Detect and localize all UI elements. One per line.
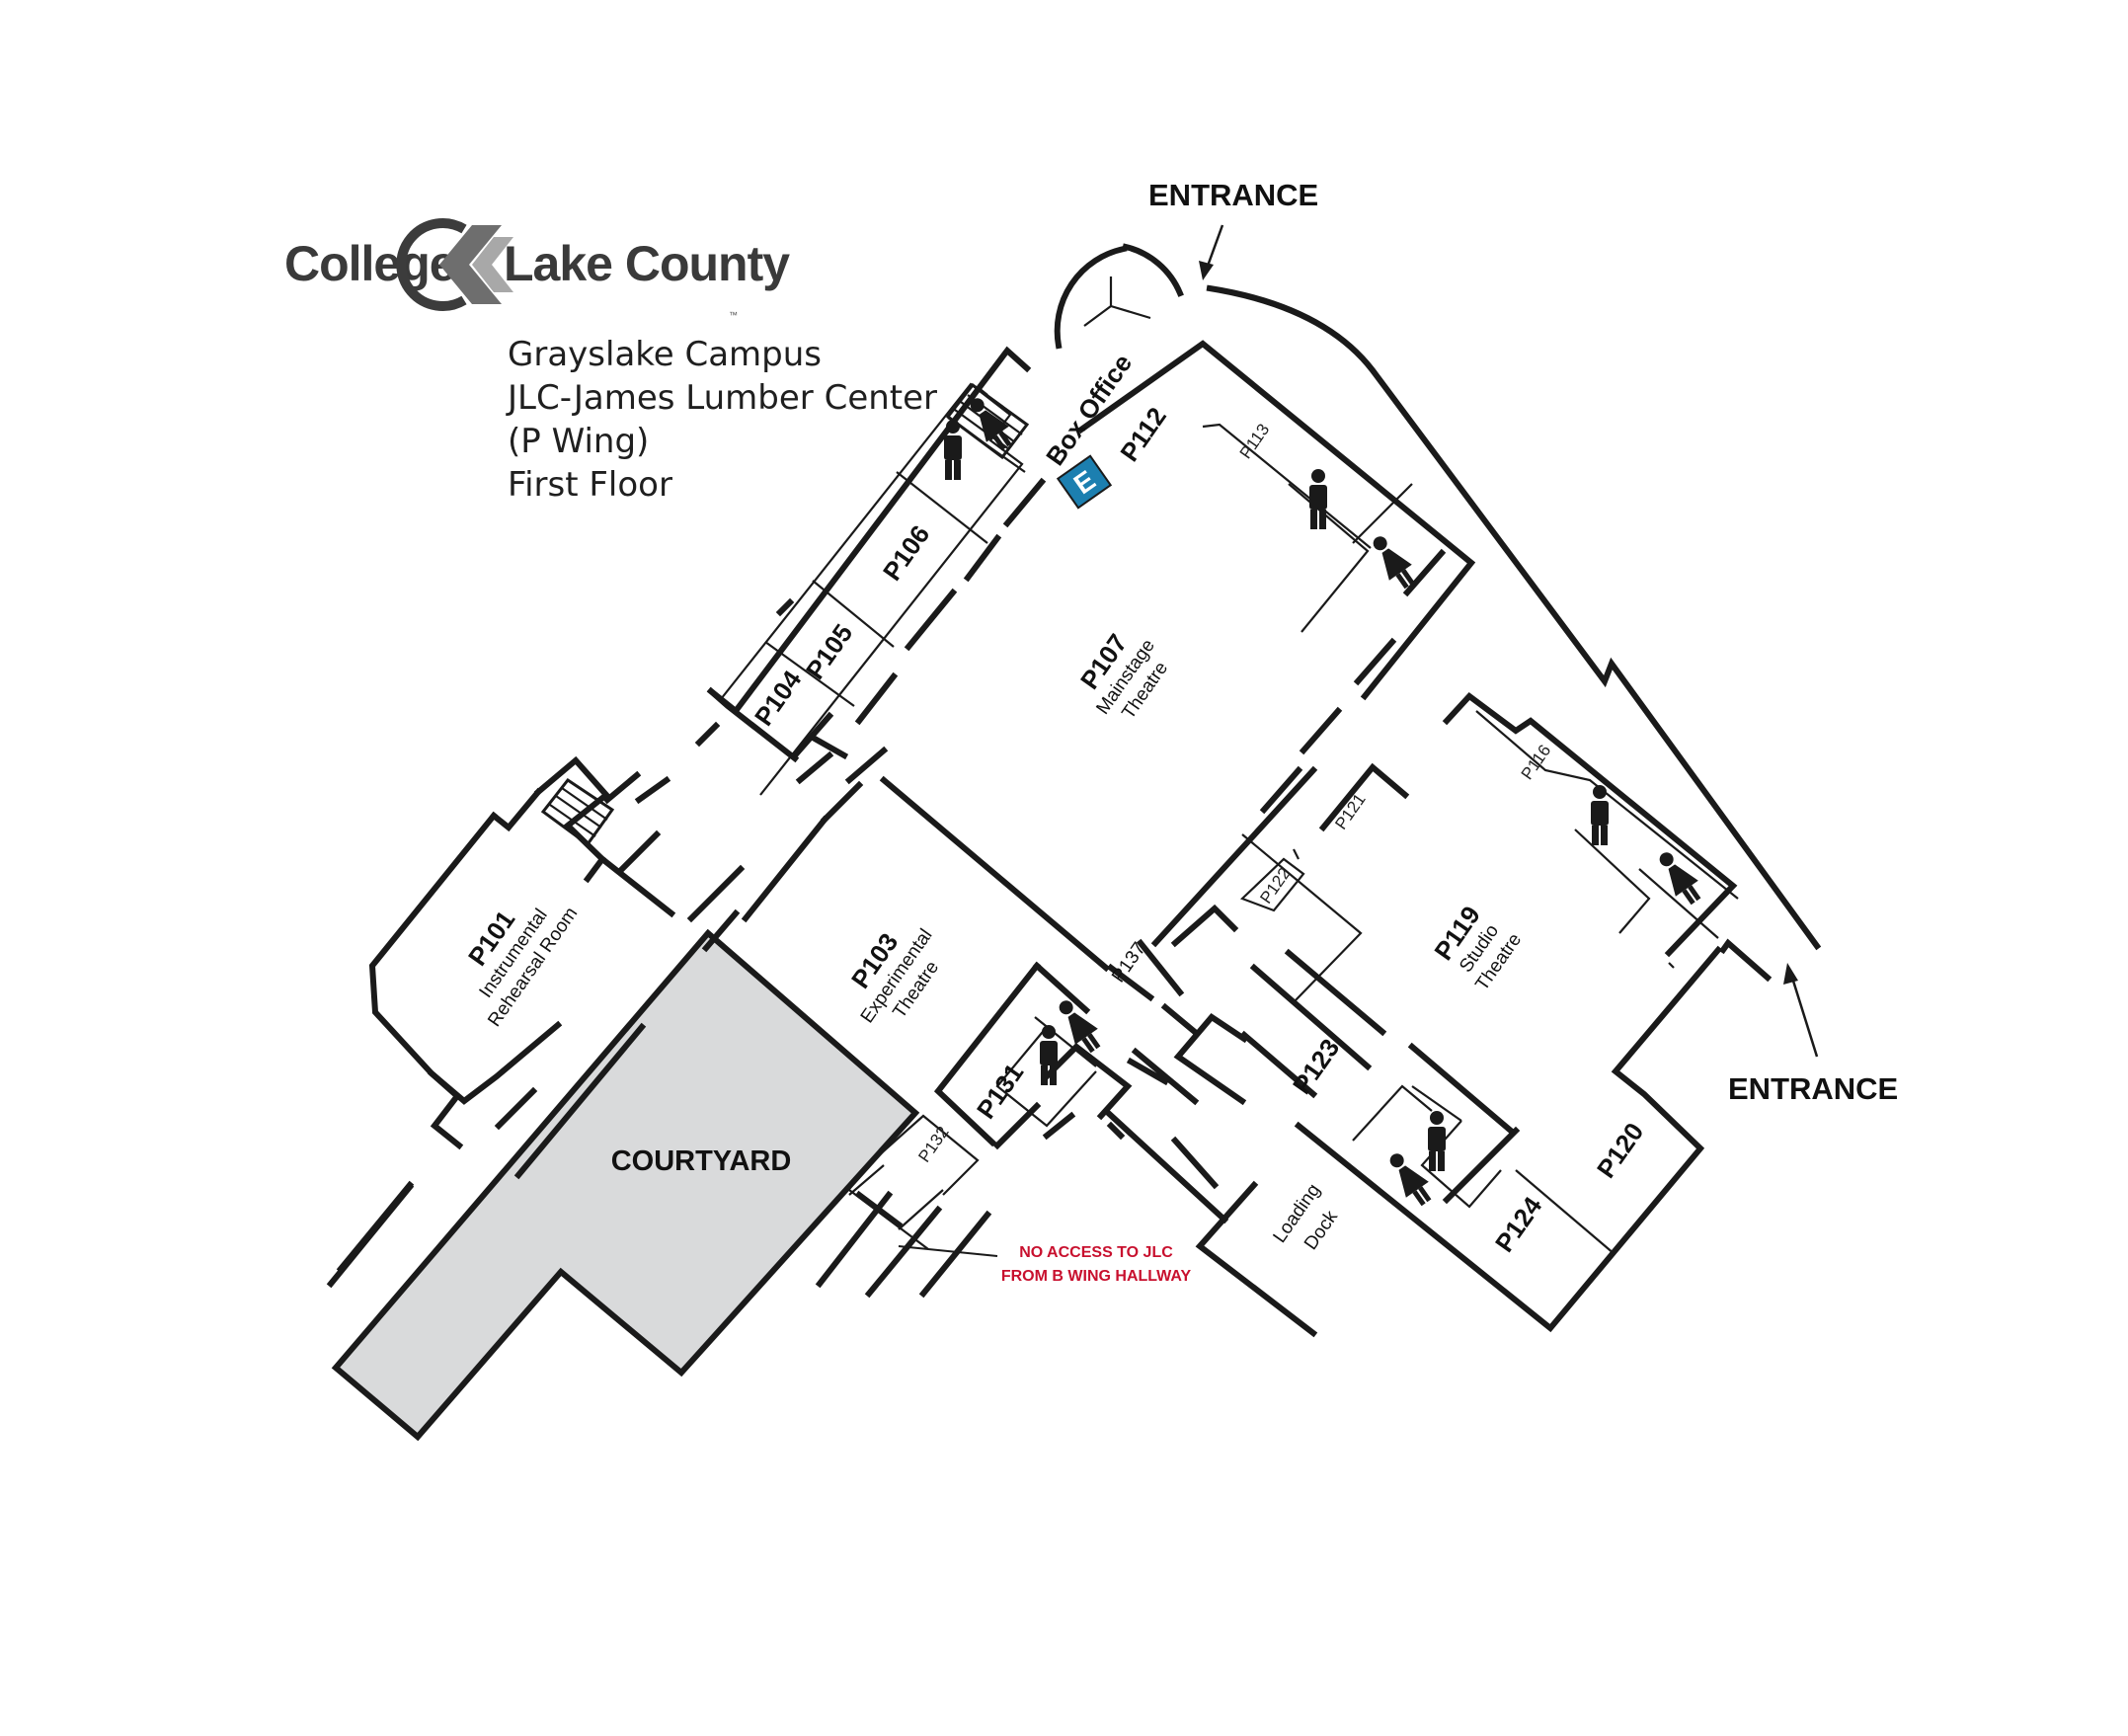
womens-restroom-icon bbox=[1389, 1153, 1432, 1207]
womens-restroom-icon bbox=[970, 398, 1012, 451]
entrance-arrow-right-icon bbox=[1783, 963, 1819, 1058]
logo-chevron-icon bbox=[396, 218, 513, 311]
college-logo: College Lake County ™ bbox=[284, 218, 791, 320]
title-line-campus: Grayslake Campus bbox=[508, 335, 822, 374]
stairs-west-icon bbox=[540, 777, 615, 847]
womens-restroom-icon bbox=[1373, 536, 1415, 590]
room-label-p106: P106 bbox=[877, 519, 935, 586]
note-line-2: FROM B WING HALLWAY bbox=[1001, 1268, 1192, 1285]
elevator-icon: E bbox=[1056, 454, 1113, 510]
mens-restroom-icon bbox=[944, 420, 962, 480]
mens-restroom-icon bbox=[1591, 785, 1609, 845]
logo-word-college: College bbox=[284, 236, 456, 291]
no-access-note: NO ACCESS TO JLC FROM B WING HALLWAY bbox=[898, 1244, 1192, 1285]
corridor-segments bbox=[336, 477, 1521, 1299]
mens-restroom-icon bbox=[1428, 1111, 1446, 1171]
interior-lines bbox=[720, 382, 1739, 1255]
room-label-p116: P116 bbox=[1518, 742, 1555, 783]
room-label-p105: P105 bbox=[800, 618, 858, 684]
courtyard-label: COURTYARD bbox=[611, 1145, 792, 1177]
entrance-label-top: ENTRANCE bbox=[1148, 178, 1318, 212]
courtyard-area bbox=[331, 928, 920, 1442]
mens-restroom-icon bbox=[1309, 469, 1327, 529]
mens-restroom-icon bbox=[1040, 1025, 1058, 1085]
room-label-p120: P120 bbox=[1591, 1117, 1649, 1183]
title-line-wing: (P Wing) bbox=[508, 422, 649, 461]
womens-restroom-icon bbox=[1059, 1000, 1101, 1054]
room-label-p104: P104 bbox=[749, 665, 808, 731]
title-line-building: JLC-James Lumber Center bbox=[506, 378, 937, 418]
note-line-1: NO ACCESS TO JLC bbox=[1019, 1244, 1173, 1261]
room-label-p124: P124 bbox=[1489, 1191, 1548, 1257]
building-walls bbox=[326, 243, 1822, 1338]
room-label-p112: P112 bbox=[1114, 402, 1172, 467]
title-block: Grayslake Campus JLC-James Lumber Center… bbox=[506, 335, 937, 505]
entrance-arrow-top-icon bbox=[1199, 224, 1224, 280]
room-label-p132: P132 bbox=[914, 1123, 952, 1165]
room-label-p122: P122 bbox=[1256, 864, 1294, 907]
entrance-label-right: ENTRANCE bbox=[1728, 1071, 1898, 1106]
logo-word-lake-county: Lake County bbox=[504, 236, 790, 291]
womens-restroom-icon bbox=[1659, 852, 1701, 906]
logo-trademark: ™ bbox=[729, 310, 738, 320]
title-line-floor: First Floor bbox=[508, 465, 672, 505]
room-label-p131: P131 bbox=[971, 1058, 1029, 1124]
